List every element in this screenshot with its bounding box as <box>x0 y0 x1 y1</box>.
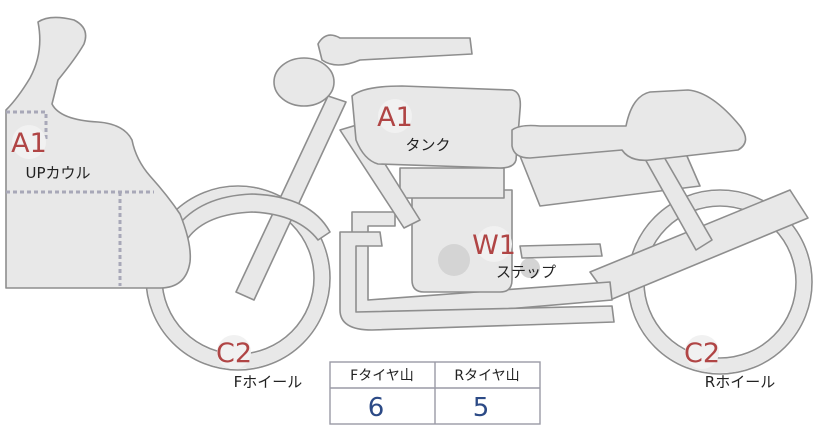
grade-code: A1 <box>377 102 413 133</box>
grade-code: C2 <box>684 338 720 369</box>
engine-cylinder <box>399 167 505 199</box>
handlebar <box>317 34 473 66</box>
part-label: タンク <box>405 136 450 154</box>
part-label: Fホイール <box>234 373 303 391</box>
rear-tread-header: Rタイヤ山 <box>454 368 519 384</box>
rear-tread-value: 5 <box>473 393 490 423</box>
engine-cover <box>438 244 470 276</box>
grade-code: C2 <box>216 338 252 369</box>
damage-marker-tank: A1 タンク <box>377 99 451 154</box>
front-tread-value: 6 <box>368 393 385 423</box>
headlight <box>273 57 335 107</box>
front-fork <box>235 95 347 301</box>
part-label: Rホイール <box>705 373 775 391</box>
damage-marker-upper-cowl: A1 UPカウル <box>11 125 91 182</box>
grade-code: W1 <box>472 230 516 261</box>
main-frame <box>339 123 421 229</box>
exhaust-pipe-lower <box>339 231 615 331</box>
part-label: ステップ <box>496 263 556 281</box>
damage-marker-front-wheel: C2 Fホイール <box>216 335 302 391</box>
seat <box>511 89 747 162</box>
tread-depth-table: Fタイヤ山 Rタイヤ山 6 5 <box>329 361 541 425</box>
engine-block <box>411 189 513 293</box>
front-tread-header: Fタイヤ山 <box>350 368 414 384</box>
damage-marker-step: W1 ステップ <box>472 226 556 281</box>
grade-code: A1 <box>11 128 47 159</box>
step-bar <box>519 243 603 259</box>
upper-cowl <box>5 16 192 289</box>
part-label: UPカウル <box>25 164 90 182</box>
front-fender <box>175 193 331 241</box>
damage-marker-rear-wheel: C2 Rホイール <box>684 335 775 391</box>
footpeg-mount <box>520 258 540 278</box>
cowl-panel-line-top <box>6 110 48 140</box>
